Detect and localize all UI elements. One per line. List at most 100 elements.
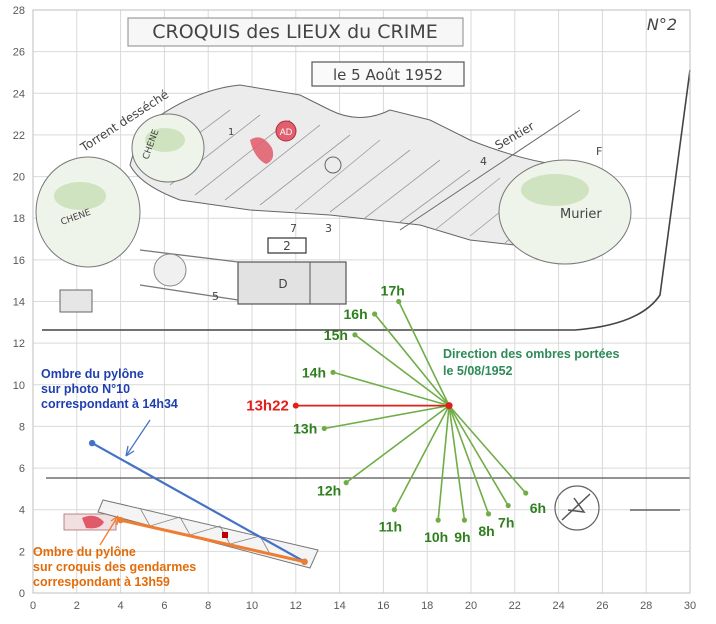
x-tick-label-5: 10 bbox=[246, 600, 258, 612]
y-tick-label-3: 6 bbox=[19, 463, 25, 475]
annotation-shadow-direction-line2: le 5/08/1952 bbox=[443, 364, 513, 378]
annotation-sketch-line1: Ombre du pylône bbox=[33, 545, 136, 559]
y-tick-label-9: 18 bbox=[13, 213, 25, 225]
annotation-sketch-arrowhead bbox=[110, 515, 119, 526]
blood-mark-upper bbox=[250, 137, 274, 164]
ray-label-14h: 14h bbox=[302, 364, 326, 380]
label-7: 7 bbox=[290, 222, 297, 235]
label-3: 3 bbox=[325, 222, 332, 235]
x-tick-label-3: 6 bbox=[161, 600, 167, 612]
x-tick-label-12: 24 bbox=[552, 600, 564, 612]
sketch-title: CROQUIS des LIEUX du CRIME bbox=[152, 21, 437, 43]
ditch-lines bbox=[139, 249, 239, 301]
label-1: 1 bbox=[228, 127, 234, 138]
pylon-shadow-series bbox=[88, 439, 308, 565]
ray-label-7h: 7h bbox=[498, 515, 514, 531]
ray-label-10h: 10h bbox=[424, 529, 448, 545]
annotation-photo-arrowhead bbox=[125, 445, 135, 457]
ray-end-6h bbox=[523, 490, 529, 496]
ray-label-8h: 8h bbox=[478, 523, 494, 539]
ravine-area bbox=[129, 84, 561, 251]
compass-arrow bbox=[561, 493, 591, 521]
y-tick-label-11: 22 bbox=[13, 130, 25, 142]
series-point-0-0 bbox=[88, 439, 96, 447]
y-tick-label-0: 0 bbox=[19, 588, 25, 600]
ray-end-13h22 bbox=[292, 402, 299, 409]
ray-9h bbox=[448, 405, 466, 521]
ray-10h bbox=[437, 405, 450, 521]
x-tick-label-7: 14 bbox=[333, 600, 345, 612]
ray-14h bbox=[332, 371, 450, 407]
tree-label-mulberry: Murier bbox=[560, 207, 602, 222]
series-point-1-1 bbox=[301, 558, 308, 565]
tree-oak-left-foliage bbox=[54, 182, 106, 210]
annotation-photo: Ombre du pylône sur photo N°10 correspon… bbox=[41, 367, 178, 411]
label-box-2 bbox=[267, 237, 307, 254]
marker-ad-label: AD bbox=[280, 127, 293, 137]
blood-mark-lower bbox=[82, 515, 104, 529]
ray-end-15h bbox=[352, 332, 358, 338]
ray-11h bbox=[393, 405, 450, 511]
ray-end-17h bbox=[396, 298, 402, 305]
y-tick-label-13: 26 bbox=[13, 47, 25, 59]
y-tick-label-5: 10 bbox=[13, 380, 25, 392]
ray-label-13h22: 13h22 bbox=[246, 398, 289, 415]
ray-label-9h: 9h bbox=[454, 529, 470, 545]
y-tick-label-6: 12 bbox=[13, 338, 25, 350]
sketch-date: le 5 Août 1952 bbox=[333, 66, 443, 84]
ray-label-13h: 13h bbox=[293, 421, 317, 437]
annotation-shadow-direction: Direction des ombres portées le 5/08/195… bbox=[443, 347, 623, 378]
x-tick-label-6: 12 bbox=[290, 600, 302, 612]
tree-mulberry-foliage bbox=[521, 174, 589, 206]
ray-end-8h bbox=[485, 511, 492, 517]
ray-13h bbox=[324, 404, 450, 430]
small-hut bbox=[59, 289, 93, 313]
ray-15h bbox=[354, 334, 450, 407]
compass-rose bbox=[554, 485, 600, 531]
x-tick-label-0: 0 bbox=[30, 600, 36, 612]
label-f: F bbox=[596, 145, 602, 158]
ray-end-7h bbox=[505, 502, 511, 509]
sketch-number: N°2 bbox=[647, 15, 677, 34]
ray-end-11h bbox=[391, 507, 397, 513]
ray-8h bbox=[448, 405, 490, 515]
ray-end-10h bbox=[435, 517, 441, 523]
ray-end-16h bbox=[372, 311, 378, 317]
x-tick-label-14: 28 bbox=[640, 600, 652, 612]
label-5: 5 bbox=[212, 290, 219, 303]
path-sentier bbox=[399, 109, 581, 231]
road-outline bbox=[42, 69, 691, 331]
y-tick-label-7: 14 bbox=[13, 297, 25, 309]
x-tick-label-8: 16 bbox=[377, 600, 389, 612]
label-box-2-text: 2 bbox=[283, 239, 291, 253]
ray-origin bbox=[445, 402, 453, 410]
annotation-photo-line3: correspondant à 14h34 bbox=[41, 397, 178, 411]
ray-label-15h: 15h bbox=[324, 327, 348, 343]
y-tick-label-8: 16 bbox=[13, 255, 25, 267]
y-tick-label-2: 4 bbox=[19, 505, 25, 517]
x-tick-label-10: 20 bbox=[465, 600, 477, 612]
series-line-1 bbox=[120, 518, 305, 564]
ray-label-6h: 6h bbox=[530, 500, 546, 516]
ray-label-16h: 16h bbox=[344, 306, 368, 322]
x-tick-label-15: 30 bbox=[684, 600, 696, 612]
vehicle-d bbox=[237, 261, 347, 305]
y-tick-label-12: 24 bbox=[13, 88, 25, 100]
ray-7h bbox=[448, 405, 509, 506]
ray-label-17h: 17h bbox=[381, 283, 405, 299]
x-tick-label-2: 4 bbox=[118, 600, 124, 612]
series-point-1-0 bbox=[117, 516, 124, 524]
x-tick-label-13: 26 bbox=[596, 600, 608, 612]
annotation-sketch-line2: sur croquis des gendarmes bbox=[33, 560, 196, 574]
annotation-shadow-direction-line1: Direction des ombres portées bbox=[443, 347, 619, 361]
series-line-0 bbox=[91, 442, 306, 563]
marker-c bbox=[324, 156, 342, 174]
annotation-sketch: Ombre du pylône sur croquis des gendarme… bbox=[33, 545, 200, 589]
tree-oak-left bbox=[35, 156, 141, 268]
ray-end-13h bbox=[321, 425, 327, 432]
x-tick-label-4: 8 bbox=[205, 600, 211, 612]
annotation-photo-line1: Ombre du pylône bbox=[41, 367, 144, 381]
